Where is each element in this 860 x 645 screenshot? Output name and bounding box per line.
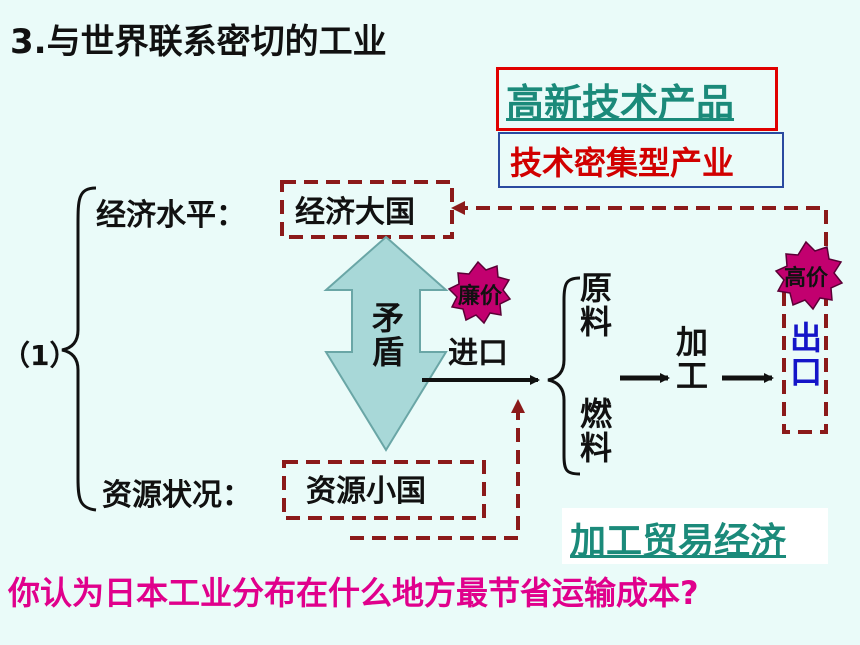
resource-status-label: 资源状况： — [102, 478, 252, 513]
fuel-label: 燃 料 — [576, 395, 616, 467]
contradiction-char-1: 矛 — [371, 299, 404, 337]
fuel-char-2: 料 — [579, 428, 612, 467]
hightech-products-label: 高新技术产品 — [506, 81, 735, 125]
page-title: 3.与世界联系密切的工业 — [10, 22, 387, 62]
econ-value: 经济大国 — [295, 195, 415, 230]
left-brace — [61, 186, 97, 512]
econ-dashed-box — [280, 180, 454, 239]
contradiction-double-arrow — [323, 235, 449, 452]
export-return-path — [451, 201, 828, 290]
process-label: 加 工 — [672, 323, 712, 395]
tech-intensive-label: 技术密集型产业 — [510, 144, 735, 182]
high-price-star-badge — [774, 240, 844, 311]
resource-to-import-path — [350, 399, 525, 540]
econ-level-label: 经济水平： — [96, 198, 246, 233]
export-char-2: 口 — [789, 352, 822, 391]
export-label: 出 口 — [788, 319, 824, 391]
processing-trade-box — [562, 508, 828, 564]
process-char-2: 工 — [675, 356, 708, 395]
tech-intensive-box — [498, 132, 784, 188]
question-text: 你认为日本工业分布在什么地方最节省运输成本? — [8, 574, 699, 612]
raw-materials-label: 原 料 — [576, 269, 616, 341]
resource-dashed-box — [282, 460, 486, 520]
resource-value: 资源小国 — [306, 474, 426, 509]
import-label: 进口 — [448, 336, 508, 371]
hightech-products-box — [496, 67, 778, 131]
cheap-star-badge — [447, 260, 512, 325]
fuel-char-1: 燃 — [579, 395, 612, 433]
raw-char-2: 料 — [579, 302, 612, 341]
processing-trade-label: 加工贸易经济 — [570, 521, 787, 562]
contradiction-label: 矛 盾 — [366, 299, 410, 371]
export-dashed-box — [782, 288, 828, 434]
high-price-badge-label: 高价 — [784, 266, 829, 291]
cheap-badge-label: 廉价 — [458, 284, 503, 309]
materials-brace — [547, 276, 581, 476]
raw-char-1: 原 — [579, 269, 612, 307]
contradiction-char-2: 盾 — [371, 332, 404, 371]
process-char-1: 加 — [675, 323, 708, 361]
item-marker: （1） — [2, 339, 78, 372]
export-char-1: 出 — [789, 319, 822, 357]
